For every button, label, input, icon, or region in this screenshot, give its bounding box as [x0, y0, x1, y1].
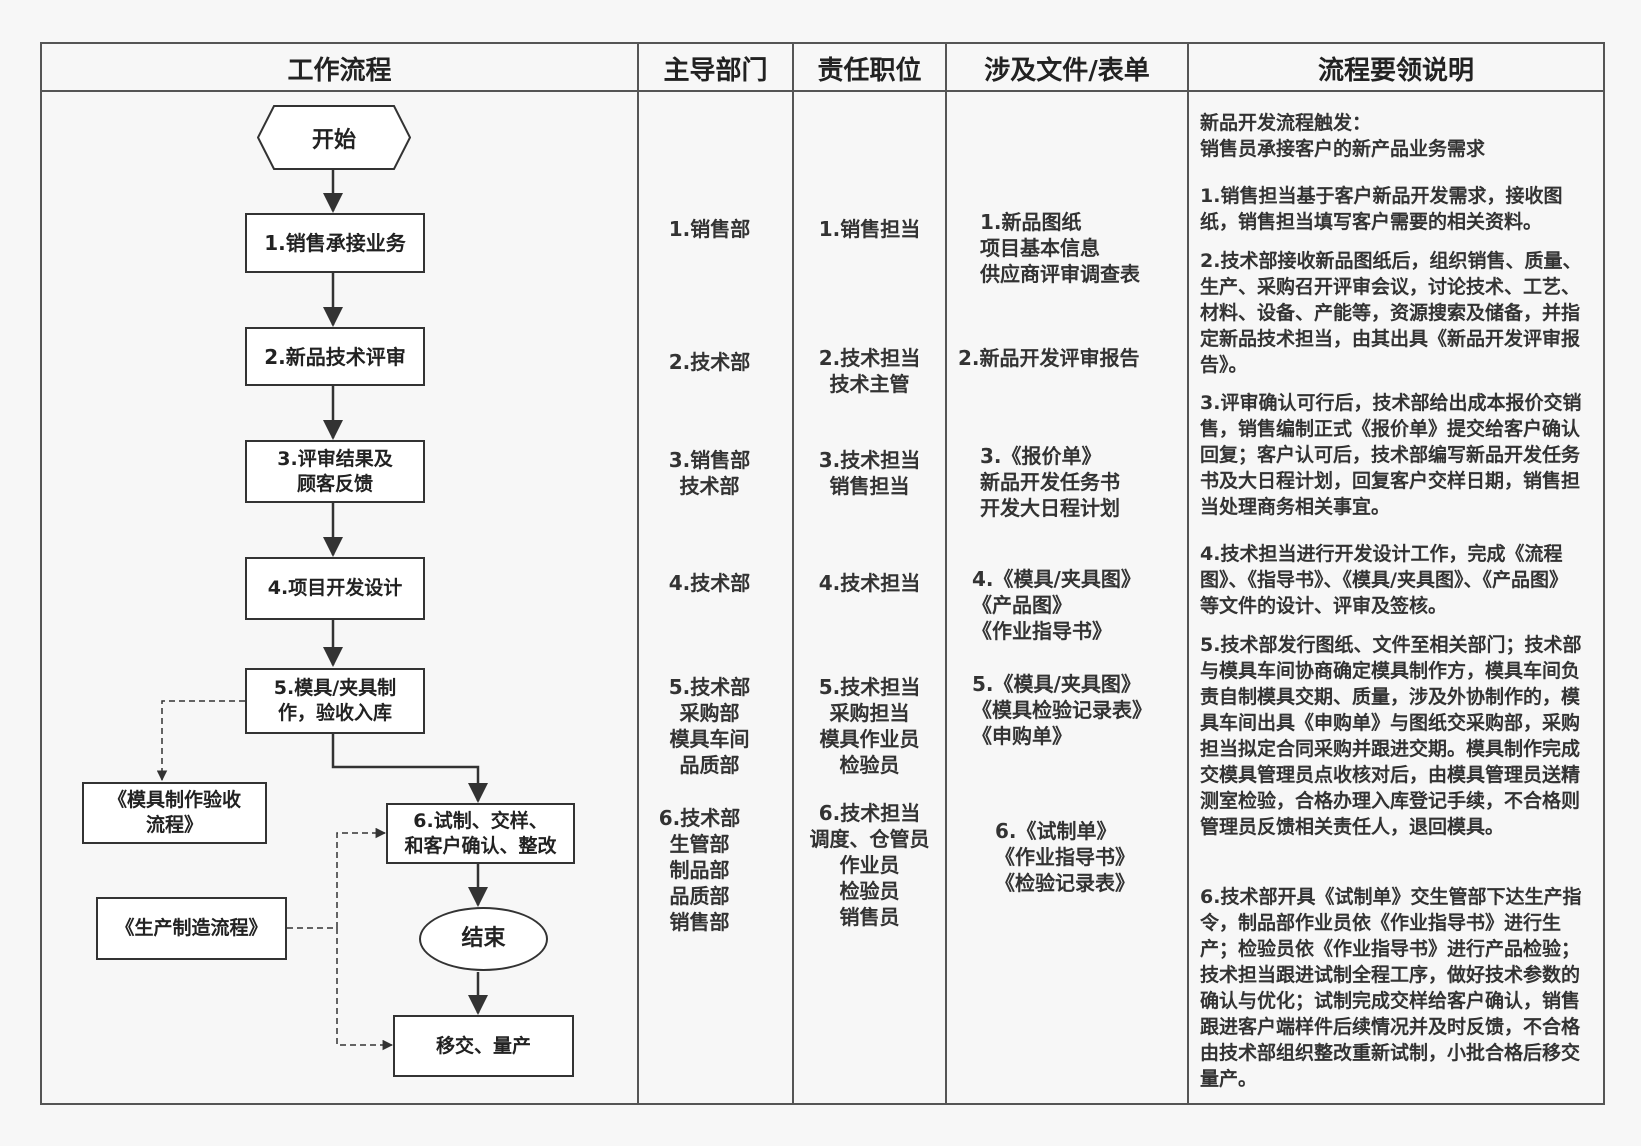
step4-node: 4.项目开发设计: [245, 557, 425, 620]
arrow-step5-step6: [331, 734, 488, 803]
note-step5: 5.技术部发行图纸、文件至相关部门；技术部与模具车间协商确定模具制作方，模具车间…: [1200, 634, 1582, 838]
role-cell: 2.技术担当 技术主管: [818, 346, 921, 396]
role-cell: 5.技术担当 采购担当 模具作业员 检验员: [818, 675, 921, 777]
step2-node: 2.新品技术评审: [245, 327, 425, 386]
dept-cell: 6.技术部 生管部 制品部 品质部 销售部: [658, 806, 741, 934]
note-trigger: 新品开发流程触发： 销售员承接客户的新产品业务需求: [1200, 112, 1486, 160]
header-workflow: 工作流程: [287, 55, 392, 86]
mold-inspection-ref-node: 《模具制作验收 流程》: [82, 782, 267, 844]
col-border-1: [637, 42, 639, 1105]
docs-cell: 6.《试制单》 《作业指导书》 《检验记录表》: [995, 819, 1135, 895]
step5-node: 5.模具/夹具制 作，验收入库: [245, 668, 425, 734]
start-label: 开始: [311, 127, 356, 153]
handover-node: 移交、量产: [393, 1015, 574, 1077]
note-step3: 3.评审确认可行后，技术部给出成本报价交销售，销售编制正式《报价单》提交给客户确…: [1200, 392, 1582, 518]
step6-node: 6.试制、交样、 和客户确认、整改: [386, 803, 575, 864]
col-border-right: [1603, 42, 1605, 1105]
note-step4: 4.技术担当进行开发设计工作，完成《流程图》、《指导书》、《模具/夹具图》、《产…: [1200, 543, 1568, 617]
docs-cell: 2.新品开发评审报告: [958, 346, 1140, 370]
role-cell: 4.技术担当: [818, 571, 921, 595]
production-ref-node: 《生产制造流程》: [96, 897, 287, 960]
table-top-border: [40, 42, 1605, 44]
docs-cell: 3.《报价单》 新品开发任务书 开发大日程计划: [980, 444, 1120, 520]
end-node: 结束: [419, 907, 548, 971]
col-border-left: [40, 42, 42, 1105]
dashed-step5-moldref: [156, 700, 245, 782]
dept-cell: 1.销售部: [668, 217, 751, 241]
col-border-4: [1187, 42, 1189, 1105]
dept-cell: 2.技术部: [668, 350, 751, 374]
note-step6: 6.技术部开具《试制单》交生管部下达生产指令，制品部作业员依《作业指导书》进行生…: [1200, 886, 1582, 1090]
note-step1: 1.销售担当基于客户新品开发需求，接收图纸，销售担当填写客户需要的相关资料。: [1200, 185, 1563, 233]
col-border-3: [945, 42, 947, 1105]
dashed-prodref-handover: [336, 928, 394, 1051]
start-hexagon-shape: [257, 105, 411, 170]
step1-node: 1.销售承接业务: [245, 213, 425, 273]
header-docs: 涉及文件/表单: [984, 55, 1150, 86]
start-node: 开始: [257, 105, 411, 170]
header-role: 责任职位: [817, 55, 922, 86]
header-notes: 流程要领说明: [1317, 55, 1474, 86]
dashed-prodref-step6: [287, 827, 387, 929]
step3-node: 3.评审结果及 顾客反馈: [245, 440, 425, 503]
dept-cell: 3.销售部 技术部: [668, 448, 751, 498]
role-cell: 1.销售担当: [818, 217, 921, 241]
docs-cell: 1.新品图纸 项目基本信息 供应商评审调查表: [980, 210, 1140, 286]
table-bottom-border: [40, 1103, 1605, 1105]
col-border-2: [792, 42, 794, 1105]
role-cell: 3.技术担当 销售担当: [818, 448, 921, 498]
dept-cell: 4.技术部: [668, 571, 751, 595]
header-dept: 主导部门: [663, 55, 768, 86]
note-step2: 2.技术部接收新品图纸后，组织销售、质量、生产、采购召开评审会议，讨论技术、工艺…: [1200, 250, 1582, 376]
role-cell: 6.技术担当 调度、仓管员 作业员 检验员 销售员: [809, 801, 930, 929]
dept-cell: 5.技术部 采购部 模具车间 品质部: [668, 675, 751, 777]
docs-cell: 4.《模具/夹具图》 《产品图》 《作业指导书》: [972, 567, 1141, 643]
docs-cell: 5.《模具/夹具图》 《模具检验记录表》 《申购单》: [972, 672, 1152, 748]
header-bottom-border: [40, 90, 1605, 92]
